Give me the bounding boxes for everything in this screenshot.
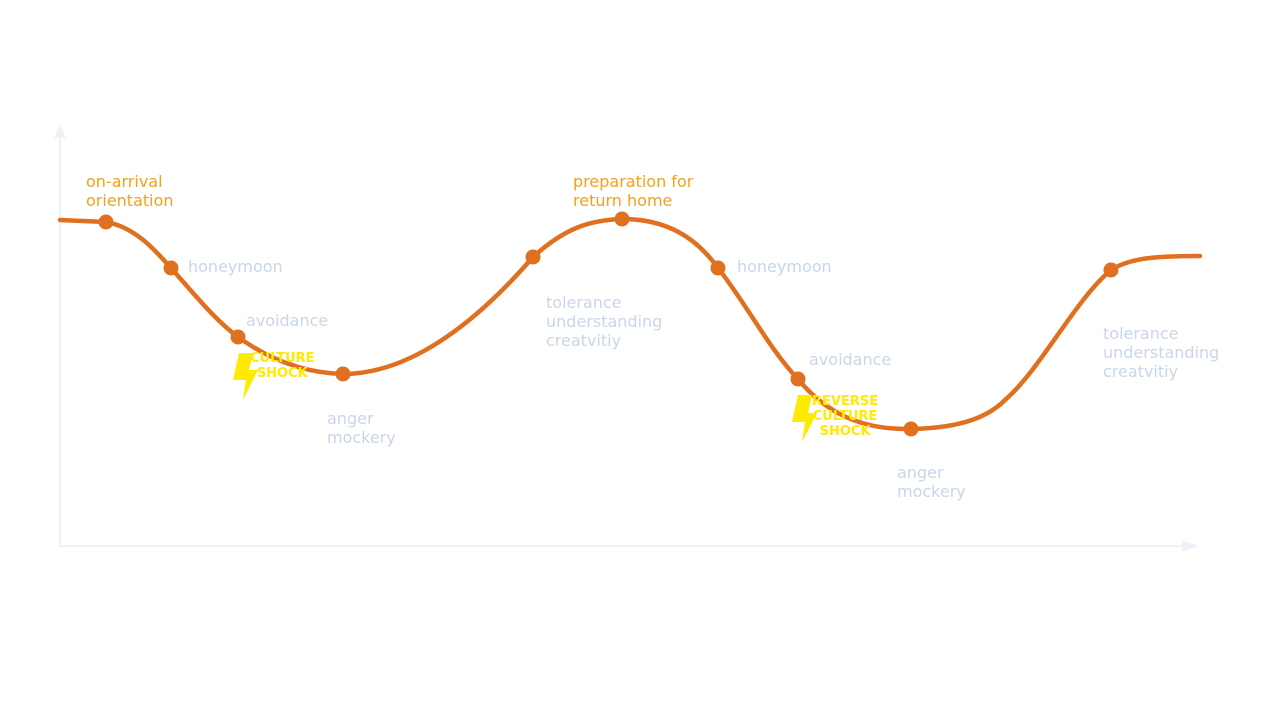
stage-point bbox=[98, 214, 114, 230]
stage-label-line: honeymoon bbox=[737, 257, 832, 276]
stage-label-honeymoon: honeymoon bbox=[737, 257, 832, 276]
stage-label-avoidance: avoidance bbox=[246, 311, 328, 330]
x-axis-arrow-icon bbox=[1182, 540, 1198, 552]
stage-point bbox=[335, 366, 351, 382]
stage-point bbox=[525, 249, 541, 265]
stage-label-line: avoidance bbox=[809, 350, 892, 369]
stage-point bbox=[163, 260, 179, 276]
stage-label-line: mockery bbox=[327, 428, 396, 447]
stage-label-line: anger bbox=[327, 409, 374, 428]
shock-label-line: CULTURE bbox=[812, 409, 878, 424]
stage-label-avoidance: avoidance bbox=[809, 350, 891, 369]
stage-point bbox=[903, 421, 919, 437]
stage-label-line: creatvitiy bbox=[1103, 362, 1179, 381]
stage-label-line: on-arrival bbox=[86, 172, 163, 191]
stage-label-line: mockery bbox=[897, 482, 966, 501]
shock-label-line: SHOCK bbox=[256, 366, 308, 381]
stage-label-line: orientation bbox=[86, 191, 174, 210]
y-axis-arrow-icon bbox=[54, 124, 66, 138]
stage-label-line: honeymoon bbox=[188, 257, 283, 276]
stage-label-line: understanding bbox=[1103, 343, 1220, 362]
lightning-bolt-icon bbox=[792, 395, 817, 442]
lightning-bolt-icon bbox=[233, 353, 258, 400]
stage-label-line: tolerance bbox=[1103, 324, 1179, 343]
stage-point bbox=[710, 260, 726, 276]
shock-label-line: CULTURE bbox=[250, 351, 315, 366]
shock-label-line: REVERSE bbox=[812, 394, 879, 409]
stage-point bbox=[614, 211, 630, 227]
stage-label-line: return home bbox=[573, 191, 673, 210]
stage-point bbox=[790, 371, 806, 387]
stage-label-honeymoon: honeymoon bbox=[188, 257, 283, 276]
stage-label-line: preparation for bbox=[573, 172, 694, 191]
stage-point bbox=[230, 329, 246, 345]
stage-label-line: creatvitiy bbox=[546, 331, 622, 350]
stage-label-line: understanding bbox=[546, 312, 663, 331]
shock-label-line: SHOCK bbox=[819, 424, 871, 439]
stage-label-line: tolerance bbox=[546, 293, 622, 312]
stage-point bbox=[1103, 262, 1119, 278]
stage-label-line: anger bbox=[897, 463, 944, 482]
stage-label-line: avoidance bbox=[246, 311, 329, 330]
